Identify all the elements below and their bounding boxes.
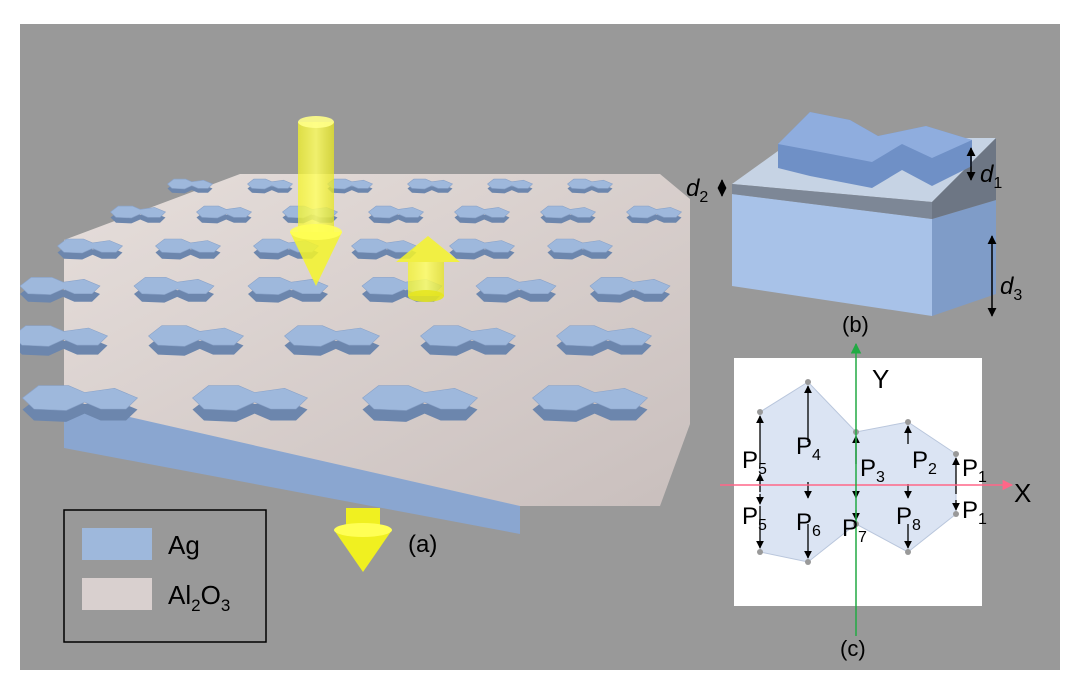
unit-cell: d1 d2 d3 <box>686 112 1022 317</box>
label-p7: P7 <box>842 515 867 546</box>
x-axis-label: X <box>1014 478 1031 508</box>
metasurface-3d <box>12 174 690 534</box>
panel-c-label: (c) <box>840 636 866 661</box>
label-p1-top: P1 <box>962 455 987 486</box>
nanostructure-block <box>449 238 516 254</box>
nanostructure-block <box>362 385 479 411</box>
nanostructure-block <box>284 325 381 347</box>
nanostructure-block <box>540 205 597 219</box>
nanostructure-block <box>12 325 109 347</box>
reflected-beam <box>396 236 460 302</box>
nanostructure-block <box>532 385 649 411</box>
nanostructure-block <box>196 205 253 219</box>
legend-label-alumina: Al2O3 <box>168 580 230 615</box>
label-p3: P3 <box>860 455 885 486</box>
nanostructure-block <box>626 205 683 219</box>
d3-label: d3 <box>1000 273 1022 304</box>
transmitted-beam <box>334 508 392 572</box>
nanostructure-block <box>407 178 454 190</box>
legend-label-ag: Ag <box>168 530 200 560</box>
nanostructure-block <box>247 178 294 190</box>
nanostructure-block <box>22 385 139 411</box>
nanostructure-block <box>368 205 425 219</box>
label-p2: P2 <box>912 447 937 478</box>
d1-label: d1 <box>980 161 1002 192</box>
figure-panel: (a) Ag Al2O3 d1 d2 d3 (b) <box>12 24 1060 670</box>
nanostructure-block <box>567 178 614 190</box>
panel-b-label: (b) <box>842 312 869 337</box>
incident-beam <box>290 116 342 286</box>
nanostructure-block <box>247 277 329 295</box>
legend-swatch-alumina <box>82 578 152 610</box>
label-p1-bottom: P1 <box>962 497 987 528</box>
nanostructure-block <box>487 178 534 190</box>
nanostructure-block <box>19 277 101 295</box>
nanostructure-block <box>454 205 511 219</box>
nanostructure-block <box>420 325 517 347</box>
geometry-top-view: X Y P5 P4 P3 P2 P1 P1 P5 P6 P7 P8 <box>720 342 1031 636</box>
nanostructure-block <box>547 238 614 254</box>
nanostructure-block <box>155 238 222 254</box>
ag-bottom-layer <box>64 402 520 534</box>
label-p4: P4 <box>796 433 821 464</box>
nanostructure-block <box>110 205 167 219</box>
nanostructure-block <box>556 325 653 347</box>
nanostructure-array <box>12 178 683 422</box>
legend: Ag Al2O3 <box>63 509 267 643</box>
y-axis-label: Y <box>872 364 889 394</box>
nanostructure-block <box>167 178 214 190</box>
label-p6: P6 <box>796 509 821 540</box>
legend-swatch-ag <box>82 528 152 560</box>
nanostructure-block <box>148 325 245 347</box>
figure-svg: (a) Ag Al2O3 d1 d2 d3 (b) <box>12 112 1031 661</box>
nanostructure-block <box>57 238 124 254</box>
panel-a-label: (a) <box>408 531 437 558</box>
alumina-substrate <box>64 174 690 506</box>
label-p5-bottom: P5 <box>742 503 767 534</box>
d2-label: d2 <box>686 175 708 206</box>
nanostructure-block <box>327 178 374 190</box>
label-p5-top: P5 <box>742 447 767 478</box>
label-p8: P8 <box>896 503 921 534</box>
nanostructure-block <box>589 277 671 295</box>
nanostructure-block <box>475 277 557 295</box>
nanostructure-block <box>192 385 309 411</box>
nanostructure-block <box>133 277 215 295</box>
